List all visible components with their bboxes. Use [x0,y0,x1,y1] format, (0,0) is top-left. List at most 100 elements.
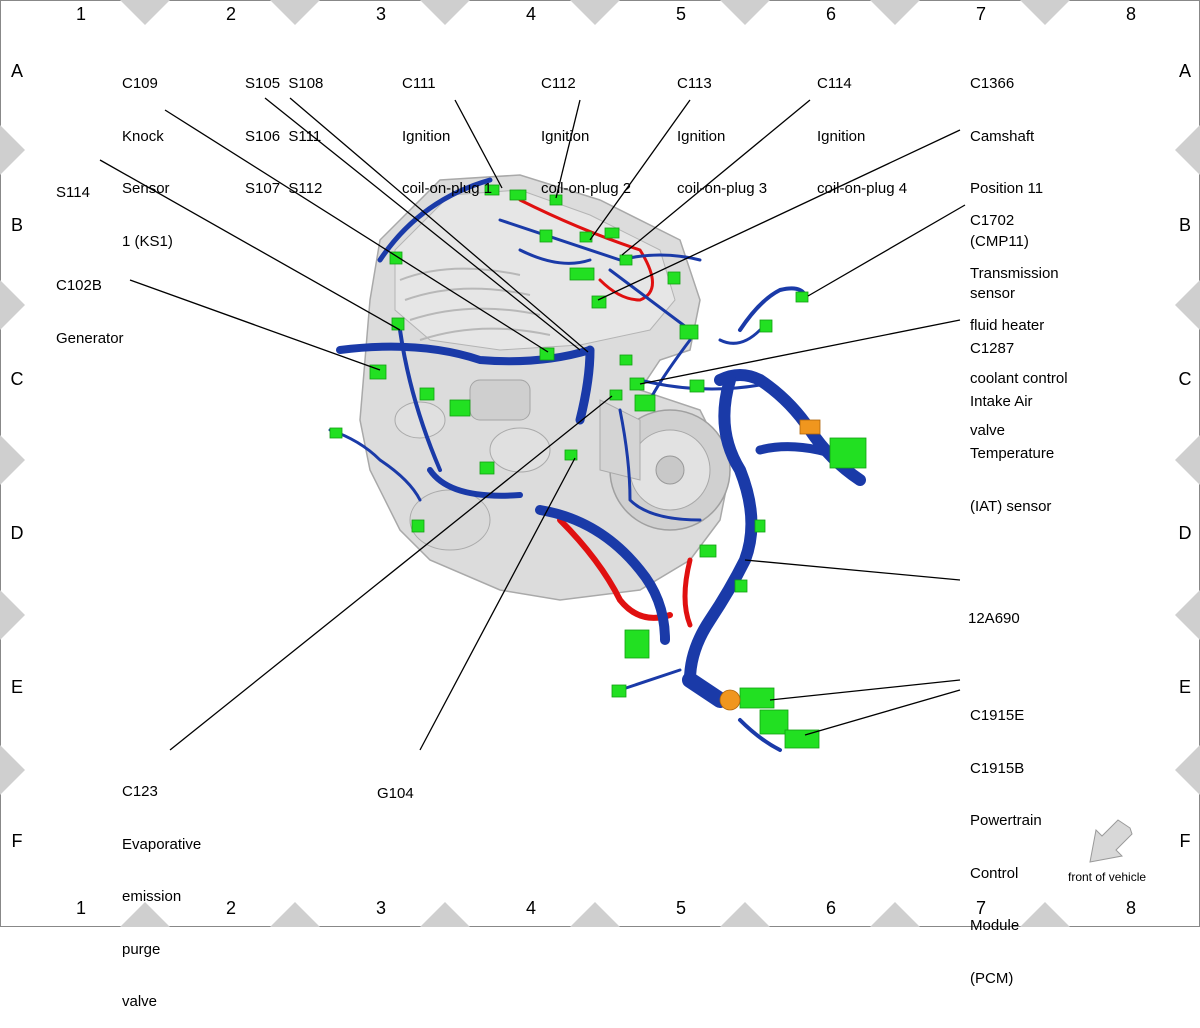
callout-harness-line1: 12A690 [968,610,1020,627]
callout-c112-line3: coil-on-plug 2 [541,180,632,197]
callout-c111-line1: C111 [402,75,436,92]
callout-c112: C112 Ignition coil-on-plug 2 [541,40,631,215]
grid-row-left-a: A [10,61,23,81]
callout-c1702-line1: C1702 [970,212,1015,229]
callout-harness-12a690: 12A690 [968,575,1020,645]
callout-c112-line1: C112 [541,75,576,92]
grid-col-bottom-6: 6 [825,898,836,918]
grid-col-bottom-5: 5 [675,898,686,918]
callout-c109-line2: Knock [122,127,164,145]
callout-c1915-line3: Powertrain [970,812,1042,829]
grid-diamonds-bottom [120,902,1070,927]
callout-splices-line1: S105 S108 [245,75,324,92]
grid-diamonds-right [1175,125,1200,795]
grid-col-bottom-1: 1 [75,898,86,918]
callout-c109-line4: 1 (KS1) [122,232,173,250]
callout-c1287-line3: Temperature [970,445,1055,462]
diagram-canvas [0,0,1200,927]
callout-c114: C114 Ignition coil-on-plug 4 [817,40,907,215]
grid-col-top-3: 3 [375,4,386,24]
grid-row-left-c: C [10,369,24,389]
callout-c109-line1: C109 [122,75,158,92]
grid-row-right-c: C [1178,369,1192,389]
callout-c123: C123 Evaporative emission purge valve [122,748,201,1028]
arrow-down-left-icon [1089,819,1133,863]
callout-c1366-line2: Camshaft [970,127,1035,145]
callout-c123-line2: Evaporative [122,835,202,853]
callout-c109-line3: Sensor [122,180,170,197]
callout-c123-line1: C123 [122,783,158,800]
callout-c1915-line6: (PCM) [970,969,1014,987]
callout-c1366-line5: sensor [970,285,1016,302]
callout-g104: G104 [377,750,414,820]
callout-c1915-line1: C1915E [970,707,1025,724]
callout-s114: S114 [56,149,90,219]
callout-c109: C109 Knock Sensor 1 (KS1) [122,40,173,268]
callout-splices: S105 S108 S106 S111 S107 S112 [245,40,323,215]
grid-row-left-e: E [10,677,23,697]
leader-lines [99,97,966,751]
callout-c1287-line4: (IAT) sensor [970,497,1052,515]
callout-c123-line3: emission [122,888,182,905]
grid-row-right-f: F [1179,831,1191,851]
callout-c113-line2: Ignition [677,127,726,145]
connectors [329,184,867,749]
callout-splices-line2: S106 S111 [245,127,322,145]
grid-row-right-e: E [1178,677,1191,697]
callout-c1366-line3: Position 11 [970,180,1044,197]
callout-c1915-line5: Module [970,917,1020,934]
callout-c102b-line1: C102B [56,277,102,294]
callout-c113-line1: C113 [677,75,712,92]
callout-c1702-line2: Transmission [970,264,1059,282]
red-wires [518,198,693,628]
grid-col-top-1: 1 [75,4,86,24]
grid-col-bottom-8: 8 [1125,898,1136,918]
callout-c1366-line1: C1366 [970,75,1015,92]
grid-row-left-b: B [10,215,23,235]
callout-c1287: C1287 Intake Air Temperature (IAT) senso… [970,305,1054,533]
callout-c1915: C1915E C1915B Powertrain Control Module … [970,672,1042,1005]
grid-col-top-7: 7 [975,4,986,24]
callout-c114-line3: coil-on-plug 4 [817,180,908,197]
front-of-vehicle-label: front of vehicle [1068,870,1147,884]
callout-c112-line2: Ignition [541,127,590,145]
callout-c1915-line4: Control [970,864,1019,882]
callout-s114-line1: S114 [56,184,90,201]
callout-c114-line1: C114 [817,75,852,92]
callout-c1287-line2: Intake Air [970,392,1033,410]
grid-row-right-b: B [1178,215,1191,235]
callout-c1287-line1: C1287 [970,340,1015,357]
callout-c111-line2: Ignition [402,127,451,145]
grid-diamonds-left [0,125,25,795]
callout-c1702-line3: fluid heater [970,317,1045,334]
callout-c1702-line5: valve [970,422,1006,439]
grid-col-bottom-2: 2 [225,898,236,918]
grid-col-top-4: 4 [525,4,536,24]
callout-c1702: C1702 Transmission fluid heater coolant … [970,177,1068,457]
callout-g104-line1: G104 [377,785,414,802]
orange-connectors [719,419,821,711]
callout-c111: C111 Ignition coil-on-plug 1 [402,40,492,215]
grid-col-top-2: 2 [225,4,236,24]
callout-c123-line4: purge [122,940,161,958]
callout-c102b-line2: Generator [56,329,124,347]
grid-col-bottom-3: 3 [375,898,386,918]
callout-c1366-line4: (CMP11) [970,232,1029,250]
callout-splices-line3: S107 S112 [245,180,323,197]
callout-c1702-line4: coolant control [970,369,1068,387]
callout-c111-line3: coil-on-plug 1 [402,180,493,197]
callout-c102b: C102B Generator [56,242,124,365]
callout-c113: C113 Ignition coil-on-plug 3 [677,40,767,215]
callout-c1366: C1366 Camshaft Position 11 (CMP11) senso… [970,40,1043,320]
grid-col-bottom-4: 4 [525,898,536,918]
callout-c113-line3: coil-on-plug 3 [677,180,768,197]
grid-col-top-8: 8 [1125,4,1136,24]
grid-col-top-5: 5 [675,4,686,24]
grid-row-right-a: A [1178,61,1191,81]
callout-c114-line2: Ignition [817,127,866,145]
grid-row-left-d: D [10,523,24,543]
callout-c123-line5: valve [122,993,158,1010]
grid-row-left-f: F [11,831,23,851]
grid-row-right-d: D [1178,523,1192,543]
grid-col-bottom-7: 7 [975,898,986,918]
